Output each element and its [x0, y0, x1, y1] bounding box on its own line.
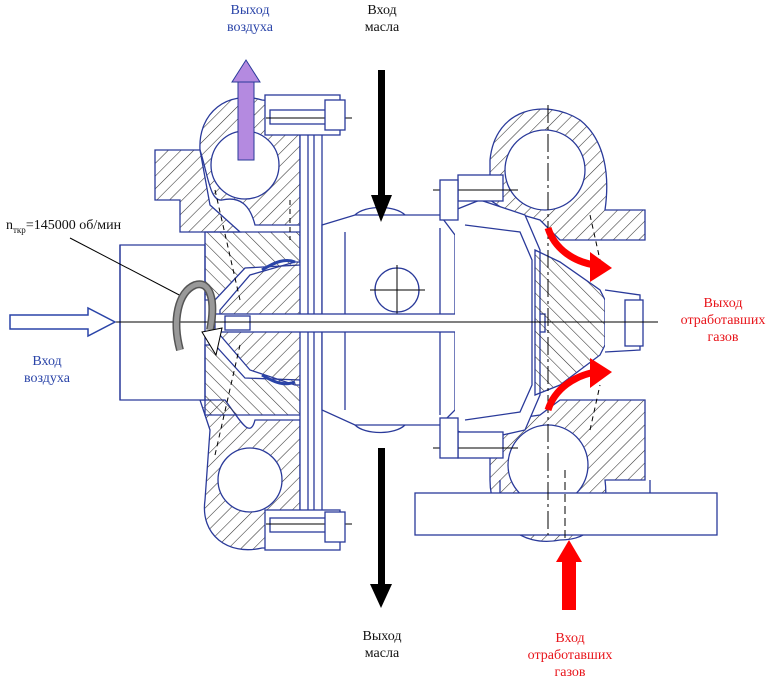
compressor-housing	[119, 94, 352, 551]
gas-out-arrow-upper	[544, 226, 612, 282]
label-oil-out: Выход масла	[362, 629, 402, 661]
label-gas-out: Выход отработавших газов	[680, 296, 766, 345]
gas-in-arrow	[556, 540, 582, 610]
speed-leader-line	[69, 237, 186, 299]
oil-out-arrow	[370, 448, 392, 608]
air-out-arrow	[231, 59, 261, 161]
hidden-lines	[214, 189, 601, 456]
rotation-arrow	[172, 280, 223, 357]
compressor-flow-arrows	[261, 258, 296, 386]
air-in-arrow	[9, 306, 117, 338]
turbine-base-flange	[414, 492, 718, 536]
label-air-in: Вход воздуха	[24, 354, 70, 386]
oil-in-arrow	[371, 70, 392, 222]
label-gas-in: Вход отработавших газов	[527, 631, 613, 680]
label-air-out: Выход воздуха	[227, 3, 273, 35]
gas-out-arrow-lower	[544, 358, 612, 412]
label-oil-in: Вход масла	[364, 3, 400, 35]
label-turbo-speed: nткр=145000 об/мин	[6, 218, 122, 235]
centerlines	[115, 105, 658, 540]
